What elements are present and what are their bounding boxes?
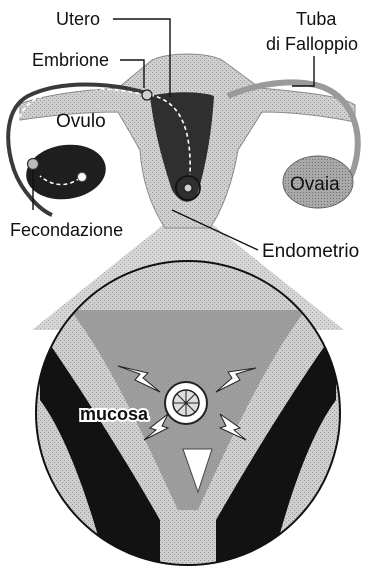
label-ovaia: Ovaia: [290, 174, 340, 195]
label-di-falloppio: di Falloppio: [266, 34, 358, 54]
label-tuba: Tuba: [296, 9, 337, 29]
label-mucosa: mucosa: [80, 404, 149, 424]
left-ovary: [23, 140, 110, 205]
label-ovulo: Ovulo: [56, 111, 106, 132]
label-fecondazione: Fecondazione: [10, 220, 123, 240]
label-utero: Utero: [56, 9, 100, 29]
fertilization-cell: [28, 159, 39, 170]
label-embrione: Embrione: [32, 50, 109, 70]
ovulo-cell: [78, 173, 87, 182]
embryo-cell: [142, 90, 152, 100]
implanted-embryo: [184, 184, 192, 192]
label-endometrio: Endometrio: [262, 241, 359, 262]
